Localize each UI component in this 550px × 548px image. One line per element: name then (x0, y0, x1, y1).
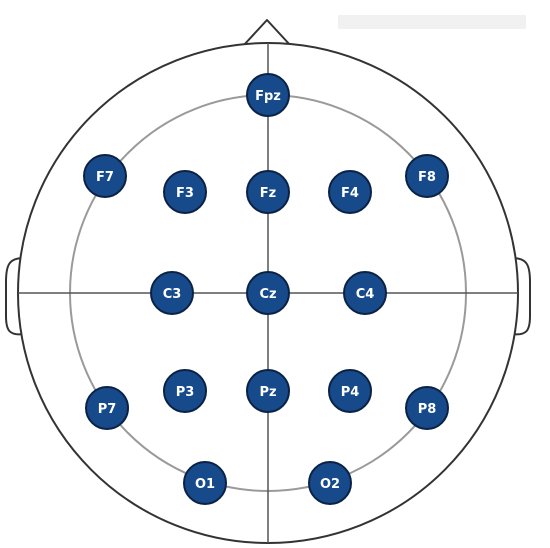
electrode-marker (183, 461, 227, 505)
electrode-label: F7 (96, 170, 114, 185)
electrode-marker (83, 154, 127, 198)
electrode-label: Pz (259, 385, 276, 400)
electrode-p7: P7 (85, 386, 129, 430)
electrode-label: P7 (98, 402, 117, 417)
electrode-marker (85, 386, 129, 430)
electrode-label: C3 (163, 287, 182, 302)
electrode-marker (163, 369, 207, 413)
electrode-marker (405, 386, 449, 430)
electrode-label: O1 (195, 477, 215, 492)
electrode-c3: C3 (150, 271, 194, 315)
electrode-marker (163, 170, 207, 214)
electrode-o1: O1 (183, 461, 227, 505)
electrode-label: F3 (176, 186, 194, 201)
electrode-p8: P8 (405, 386, 449, 430)
electrode-marker (405, 154, 449, 198)
electrode-marker (246, 73, 290, 117)
electrode-p4: P4 (328, 369, 372, 413)
electrode-fpz: Fpz (246, 73, 290, 117)
electrode-o2: O2 (308, 461, 352, 505)
electrode-f7: F7 (83, 154, 127, 198)
electrode-marker (246, 369, 290, 413)
electrode-marker (246, 170, 290, 214)
electrode-fz: Fz (246, 170, 290, 214)
electrode-label: F4 (341, 186, 359, 201)
top-bar-strip (338, 15, 526, 29)
electrode-marker (328, 369, 372, 413)
nose-shape (242, 19, 292, 47)
electrode-label: C4 (356, 287, 375, 302)
electrode-label: Cz (259, 287, 276, 302)
electrode-label: P4 (341, 385, 360, 400)
electrode-label: Fz (260, 186, 276, 201)
electrode-marker (328, 170, 372, 214)
electrode-p3: P3 (163, 369, 207, 413)
electrode-marker (308, 461, 352, 505)
electrode-label: O2 (320, 477, 340, 492)
electrode-label: F8 (418, 170, 436, 185)
electrode-marker (343, 271, 387, 315)
electrode-c4: C4 (343, 271, 387, 315)
electrode-cz: Cz (246, 271, 290, 315)
electrode-f3: F3 (163, 170, 207, 214)
electrode-marker (150, 271, 194, 315)
electrode-f8: F8 (405, 154, 449, 198)
electrode-label: Fpz (255, 89, 281, 104)
electrode-marker (246, 271, 290, 315)
electrode-label: P8 (418, 402, 437, 417)
electrode-f4: F4 (328, 170, 372, 214)
electrode-label: P3 (176, 385, 195, 400)
electrode-pz: Pz (246, 369, 290, 413)
